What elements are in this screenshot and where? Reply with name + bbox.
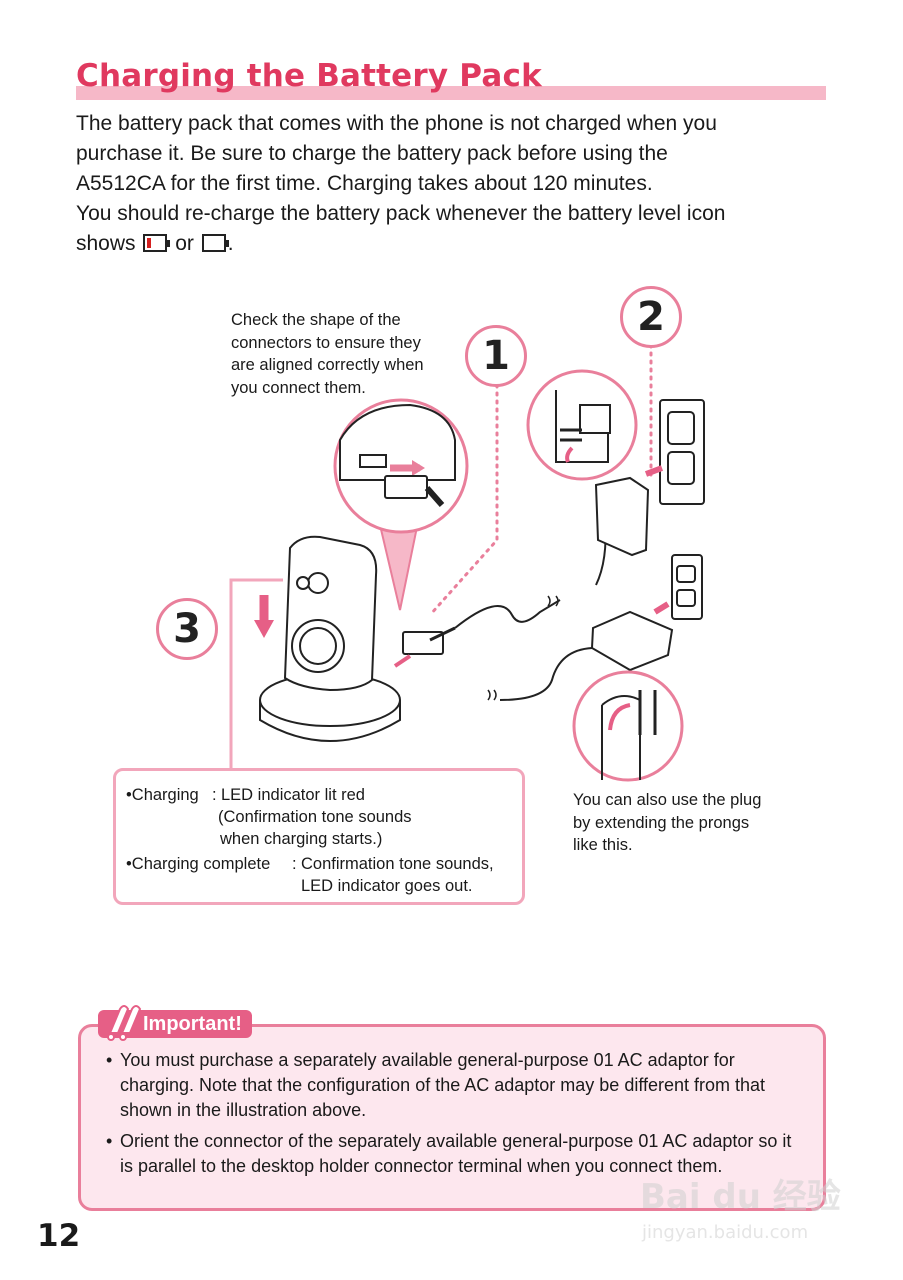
callout-line: are aligned correctly when [231,356,424,374]
title-block: Charging the Battery Pack [76,58,826,102]
exclamation-pair-icon [107,1005,142,1041]
connector-callout: Check the shape of the connectors to ens… [231,309,424,399]
complete-sep: : [292,855,297,873]
callout-line: like this. [573,836,633,854]
dotted-leaders [428,343,653,617]
intro-line-last: shows or . [76,229,846,259]
charging-status-box: •Charging : LED indicator lit red (Confi… [113,768,525,905]
callout-line: you connect them. [231,378,366,397]
watermark-brand: Bai du 经验 [640,1177,841,1217]
charging-starts-text: when charging starts.) [220,830,383,848]
title-underline-bar [76,86,826,100]
important-item: You must purchase a separately available… [106,1048,806,1123]
page-title: Charging the Battery Pack [76,58,542,94]
complete-label: •Charging complete [126,855,271,873]
battery-empty-icon [201,234,229,252]
charging-led-text: LED indicator lit red [221,786,365,804]
intro-period: . [227,232,234,255]
charging-illustration [229,343,705,782]
baidu-watermark: Bai du 经验 jingyan.baidu.com [640,1177,841,1243]
prong-callout: You can also use the plug by extending t… [573,789,761,857]
left-arrow-icon [393,654,412,668]
step-3-badge: 3 [156,598,218,660]
intro-shows: shows [76,232,136,255]
step-1-badge: 1 [465,325,527,387]
complete-led-text: LED indicator goes out. [301,877,473,895]
watermark-url: jingyan.baidu.com [641,1222,808,1243]
callout-line: by extending the prongs [573,813,750,832]
page-number: 12 [37,1218,81,1254]
cable-plug [402,519,607,655]
ac-adaptor [594,399,705,557]
complete-tone-text: Confirmation tone sounds, [301,855,494,873]
intro-line: A5512CA for the first time. Charging tak… [76,172,653,195]
status-leader [229,578,283,768]
charging-label: •Charging [126,786,199,804]
prong-zoom-magnifier [572,670,684,782]
intro-line: purchase it. Be sure to charge the batte… [76,142,668,165]
phone-on-holder [259,535,401,742]
callout-line: You can also use the plug [573,791,762,809]
intro-paragraph: The battery pack that comes with the pho… [76,109,846,259]
callout-line: Check the shape of the [231,311,401,329]
battery-low-icon [143,234,171,252]
intro-or: or [175,232,194,255]
callout-line: connectors to ensure they [231,333,421,352]
important-list: You must purchase a separately available… [106,1048,806,1185]
important-item: Orient the connector of the separately a… [106,1129,806,1179]
charging-sep: : [212,786,217,804]
ac-adaptor-alt [499,554,703,701]
step-2-badge: 2 [620,286,682,348]
connector-zoom-magnifier [333,398,469,611]
plug-zoom-magnifier [526,369,638,481]
plug-in-arrow-icon [644,465,664,477]
intro-line: You should re-charge the battery pack wh… [76,202,726,225]
intro-line: The battery pack that comes with the pho… [76,112,717,135]
charging-tone-text: (Confirmation tone sounds [218,808,412,826]
